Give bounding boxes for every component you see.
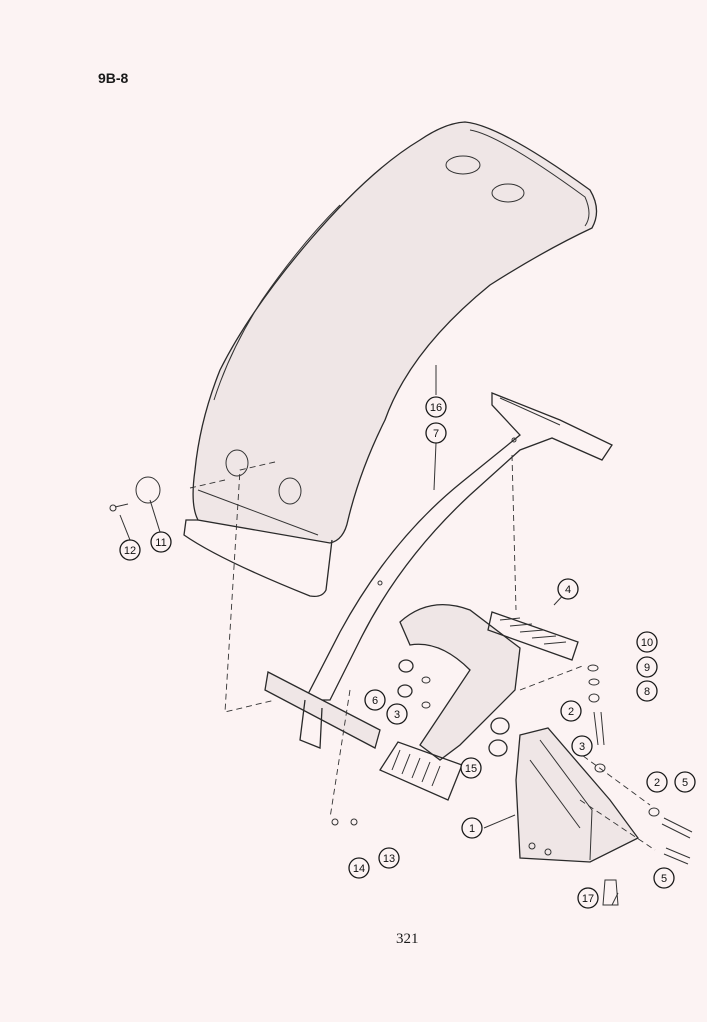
svg-text:9: 9	[644, 662, 650, 674]
callout-1: 1	[461, 817, 483, 839]
svg-text:17: 17	[582, 893, 594, 905]
callout-4: 4	[557, 578, 579, 600]
callout-14: 14	[348, 857, 370, 879]
callout-15: 15	[460, 757, 482, 779]
callout-3: 3	[571, 735, 593, 757]
callout-7: 7	[425, 422, 447, 444]
callout-11: 11	[150, 531, 172, 553]
callout-5: 5	[653, 867, 675, 889]
svg-text:4: 4	[565, 584, 571, 596]
svg-text:13: 13	[383, 853, 395, 865]
bushings	[397, 659, 510, 757]
page-number: 321	[396, 931, 419, 947]
svg-text:1: 1	[469, 823, 475, 835]
callout-10: 10	[636, 631, 658, 653]
svg-text:15: 15	[465, 763, 477, 775]
callout-3b: 3	[386, 703, 408, 725]
leader-lines	[119, 365, 656, 906]
fender-support-arm	[303, 392, 613, 701]
callout-17: 17	[577, 887, 599, 909]
callout-16: 16	[425, 396, 447, 418]
fasteners	[109, 476, 693, 906]
svg-text:3: 3	[394, 709, 400, 721]
svg-text:7: 7	[433, 428, 439, 440]
fender	[183, 121, 598, 598]
callout-5b: 5	[674, 771, 696, 793]
svg-text:5: 5	[682, 777, 688, 789]
svg-text:3: 3	[579, 741, 585, 753]
svg-text:2: 2	[568, 706, 574, 718]
callout-6: 6	[364, 689, 386, 711]
callout-2: 2	[560, 700, 582, 722]
section-code: 9B-8	[98, 70, 129, 86]
svg-text:8: 8	[644, 686, 650, 698]
callout-13: 13	[378, 847, 400, 869]
svg-text:14: 14	[353, 863, 365, 875]
callout-2b: 2	[646, 771, 668, 793]
mount-bracket	[515, 727, 639, 863]
mounting-plate	[264, 671, 381, 749]
callout-9: 9	[636, 656, 658, 678]
svg-text:5: 5	[661, 873, 667, 885]
svg-text:12: 12	[124, 545, 136, 557]
svg-text:6: 6	[372, 695, 378, 707]
svg-text:2: 2	[654, 777, 660, 789]
svg-text:10: 10	[641, 637, 653, 649]
callout-12: 12	[119, 539, 141, 561]
callout-8: 8	[636, 680, 658, 702]
svg-text:16: 16	[430, 402, 442, 414]
svg-text:11: 11	[155, 537, 166, 549]
